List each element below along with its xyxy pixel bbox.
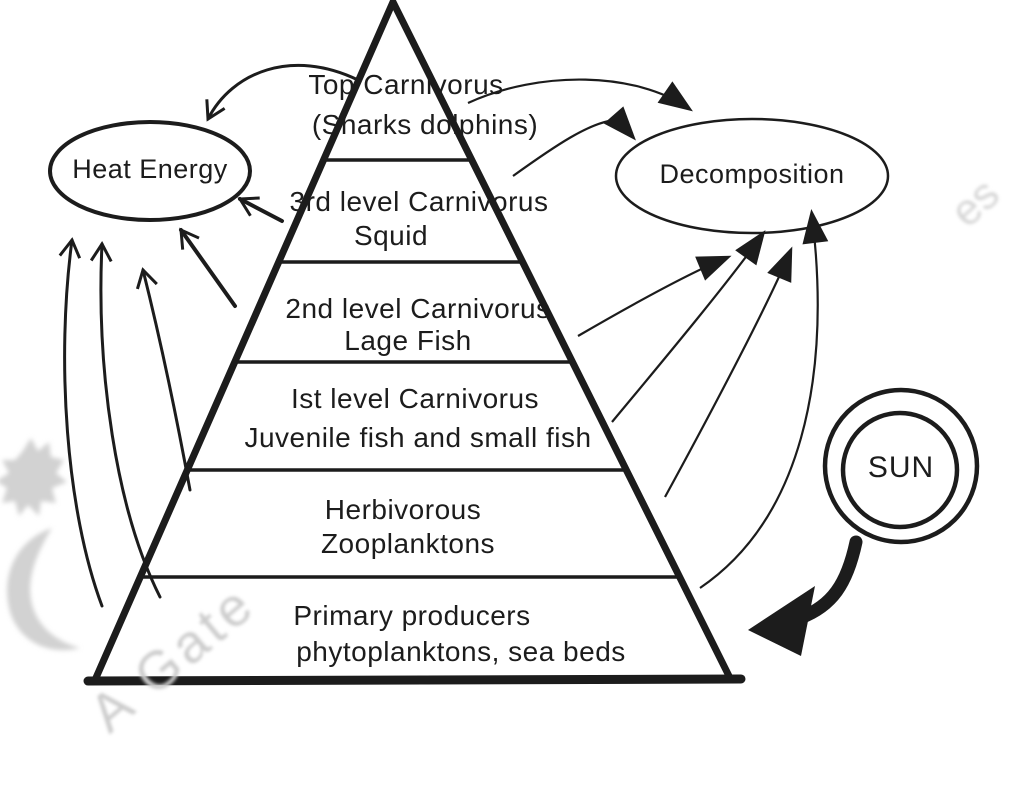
level-producers-examples: phytoplanktons, sea beds xyxy=(296,636,626,667)
heat-energy-label: Heat Energy xyxy=(72,154,228,184)
level-2nd-carnivore-examples: Lage Fish xyxy=(344,325,472,356)
level-top-carnivore-title: Top Carnivorus xyxy=(308,69,504,100)
pyramid-level-dividers xyxy=(138,158,681,579)
level-3rd-carnivore-examples: Squid xyxy=(353,220,429,251)
level-1st-carnivore-title: Ist level Carnivorus xyxy=(290,383,540,414)
level-1st-carnivore-examples: Juvenile fish and small fish xyxy=(244,422,592,453)
sun-icon xyxy=(822,387,980,545)
level-top-carnivore-examples: (Sharks dolphins) xyxy=(311,109,539,140)
decomposition-label: Decomposition xyxy=(659,159,845,189)
level-herbivore-title: Herbivorous xyxy=(324,494,482,525)
heat-energy-ellipse xyxy=(48,120,252,222)
sun-energy-arrow xyxy=(748,535,863,656)
pyramid-outline xyxy=(83,0,746,686)
level-herbivore-examples: Zooplanktons xyxy=(320,528,496,559)
level-2nd-carnivore-title: 2nd level Carnivorus xyxy=(285,293,551,324)
level-3rd-carnivore-title: 3rd level Carnivorus xyxy=(289,186,549,217)
heat-loss-arrows xyxy=(58,64,360,608)
sun-label: SUN xyxy=(867,451,935,484)
decomposition-arrows xyxy=(467,78,829,589)
level-producers-title: Primary producers xyxy=(293,600,531,631)
crest-watermark-icon xyxy=(0,438,80,651)
top-carnivore-to-heat-energy-arrow xyxy=(205,64,360,122)
